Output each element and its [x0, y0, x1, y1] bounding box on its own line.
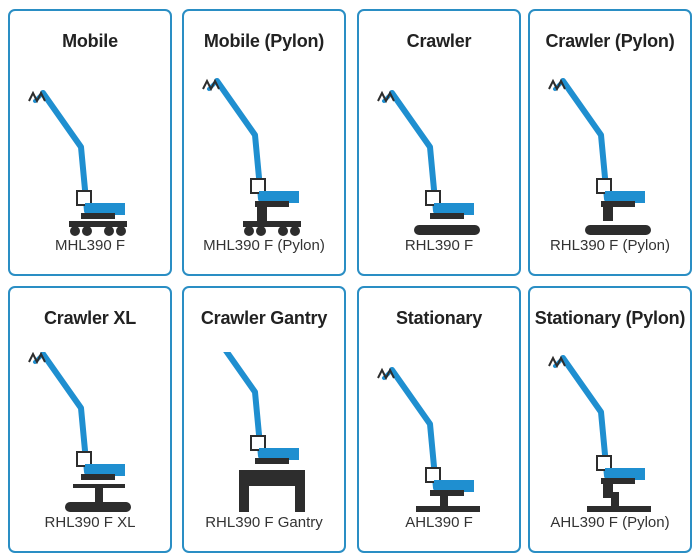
- product-card-crawler[interactable]: Crawler RHL390 F: [357, 9, 521, 276]
- stationary-pylon-material-handler-icon: [548, 355, 651, 512]
- product-card-crawler-xl[interactable]: Crawler XL RHL390 F XL: [8, 286, 172, 553]
- card-title: Crawler Gantry: [200, 308, 328, 328]
- card-model: RHL390 F: [404, 237, 474, 254]
- card-model: RHL390 F XL: [44, 514, 136, 531]
- product-card-mobile-pylon[interactable]: Mobile (Pylon) MHL390 F (Pylon): [182, 9, 346, 276]
- mobile-material-handler-icon: [28, 90, 127, 236]
- stationary-material-handler-icon: [377, 367, 480, 512]
- card-title: Crawler XL: [43, 308, 137, 328]
- mobile-pylon-material-handler-icon: [202, 78, 301, 236]
- crawler-material-handler-icon: [377, 90, 480, 235]
- product-card-mobile[interactable]: Mobile MHL390 F: [8, 9, 172, 276]
- card-title: Crawler (Pylon): [545, 31, 675, 51]
- card-model: AHL390 F (Pylon): [550, 514, 670, 531]
- card-title: Stationary: [395, 308, 483, 328]
- crawler-gantry-material-handler-icon: [223, 352, 305, 512]
- crawler-pylon-material-handler-icon: [548, 78, 651, 235]
- card-model: AHL390 F: [405, 514, 473, 531]
- card-model: MHL390 F (Pylon): [203, 237, 325, 254]
- product-card-crawler-gantry[interactable]: Crawler Gantry RHL390 F Gantry: [182, 286, 346, 553]
- product-card-stationary[interactable]: Stationary AHL390 F: [357, 286, 521, 553]
- product-card-crawler-pylon[interactable]: Crawler (Pylon) RHL390 F (Pylon): [528, 9, 692, 276]
- card-title: Stationary (Pylon): [534, 308, 686, 328]
- card-title: Mobile (Pylon): [203, 31, 325, 51]
- product-card-stationary-pylon[interactable]: Stationary (Pylon) AHL390 F (Pylon): [528, 286, 692, 553]
- card-title: Crawler: [406, 31, 472, 51]
- crawler-xl-material-handler-icon: [28, 352, 131, 512]
- card-title: Mobile: [62, 31, 118, 51]
- card-model: MHL390 F: [54, 237, 126, 254]
- card-model: RHL390 F Gantry: [205, 514, 323, 531]
- card-model: RHL390 F (Pylon): [549, 237, 671, 254]
